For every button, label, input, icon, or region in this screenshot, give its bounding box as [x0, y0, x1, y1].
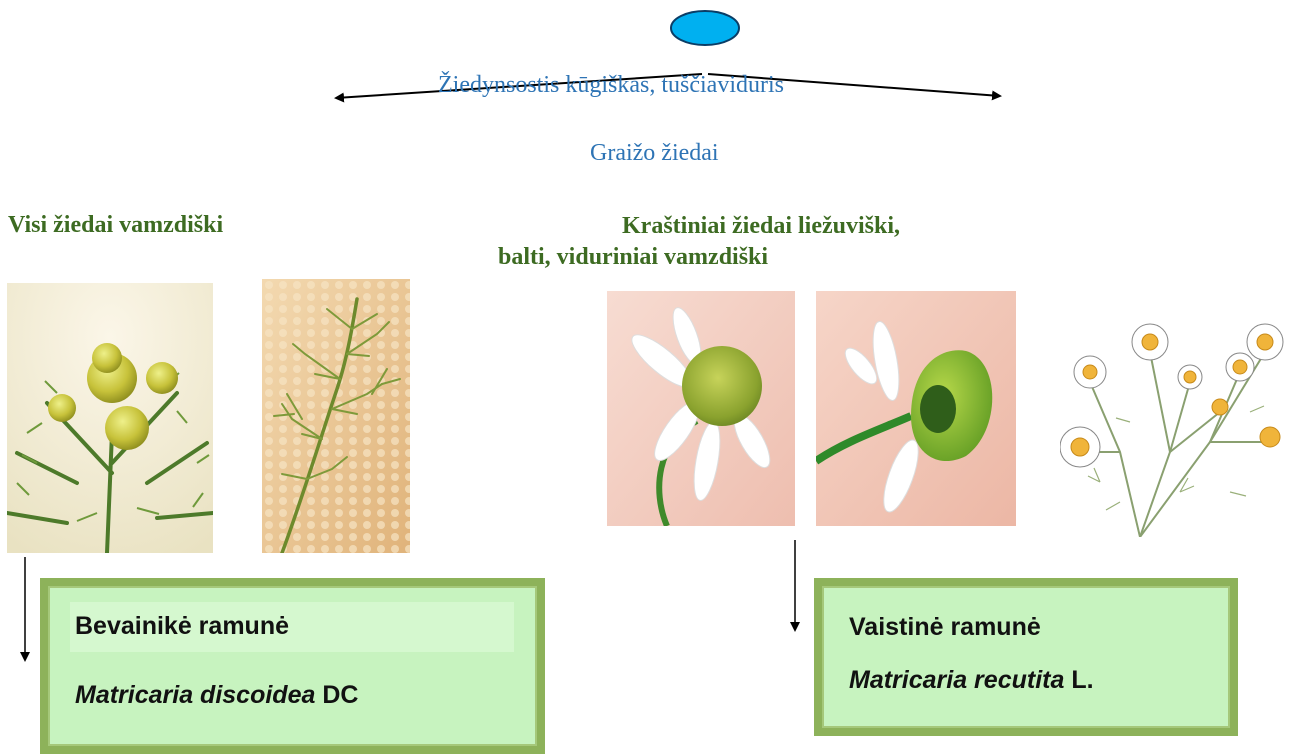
photo-discoidea-leaf — [262, 279, 410, 553]
photo-recutita-section — [816, 291, 1016, 526]
arrow-left — [334, 73, 703, 103]
card-latin-species: Matricaria discoidea — [75, 681, 316, 709]
right-branch-heading-line2: balti, viduriniai vamzdiški — [498, 244, 769, 270]
species-card-recutita: Vaistinė ramunė Matricaria recutita L. — [814, 578, 1238, 736]
card-latin-name: Matricaria discoidea DC — [75, 681, 358, 710]
card-name-highlight — [70, 602, 514, 652]
left-branch-heading: Visi žiedai vamzdiški — [8, 212, 224, 238]
photo-discoidea-cluster — [7, 283, 213, 553]
root-node — [670, 10, 740, 46]
card-latin-name: Matricaria recutita L. — [849, 666, 1094, 695]
card-inner — [822, 586, 1230, 728]
top-label: Žiedynsostis kūgiškas, tuščiaviduris — [438, 72, 784, 98]
right-branch-heading-line1: Kraštiniai žiedai liežuviški, — [622, 213, 901, 239]
species-card-discoidea: Bevainikė ramunė Matricaria discoidea DC — [40, 578, 545, 754]
second-label: Graižo žiedai — [590, 140, 719, 166]
illustration-recutita-plant — [1060, 302, 1310, 537]
card-latin-species: Matricaria recutita — [849, 666, 1065, 694]
card-common-name: Bevainikė ramunė — [75, 612, 289, 640]
card-authority: L. — [1071, 666, 1094, 694]
card-authority: DC — [322, 681, 359, 709]
card-common-name: Vaistinė ramunė — [849, 613, 1041, 641]
photo-recutita-flower — [607, 291, 795, 526]
arrow-right — [707, 73, 1002, 101]
